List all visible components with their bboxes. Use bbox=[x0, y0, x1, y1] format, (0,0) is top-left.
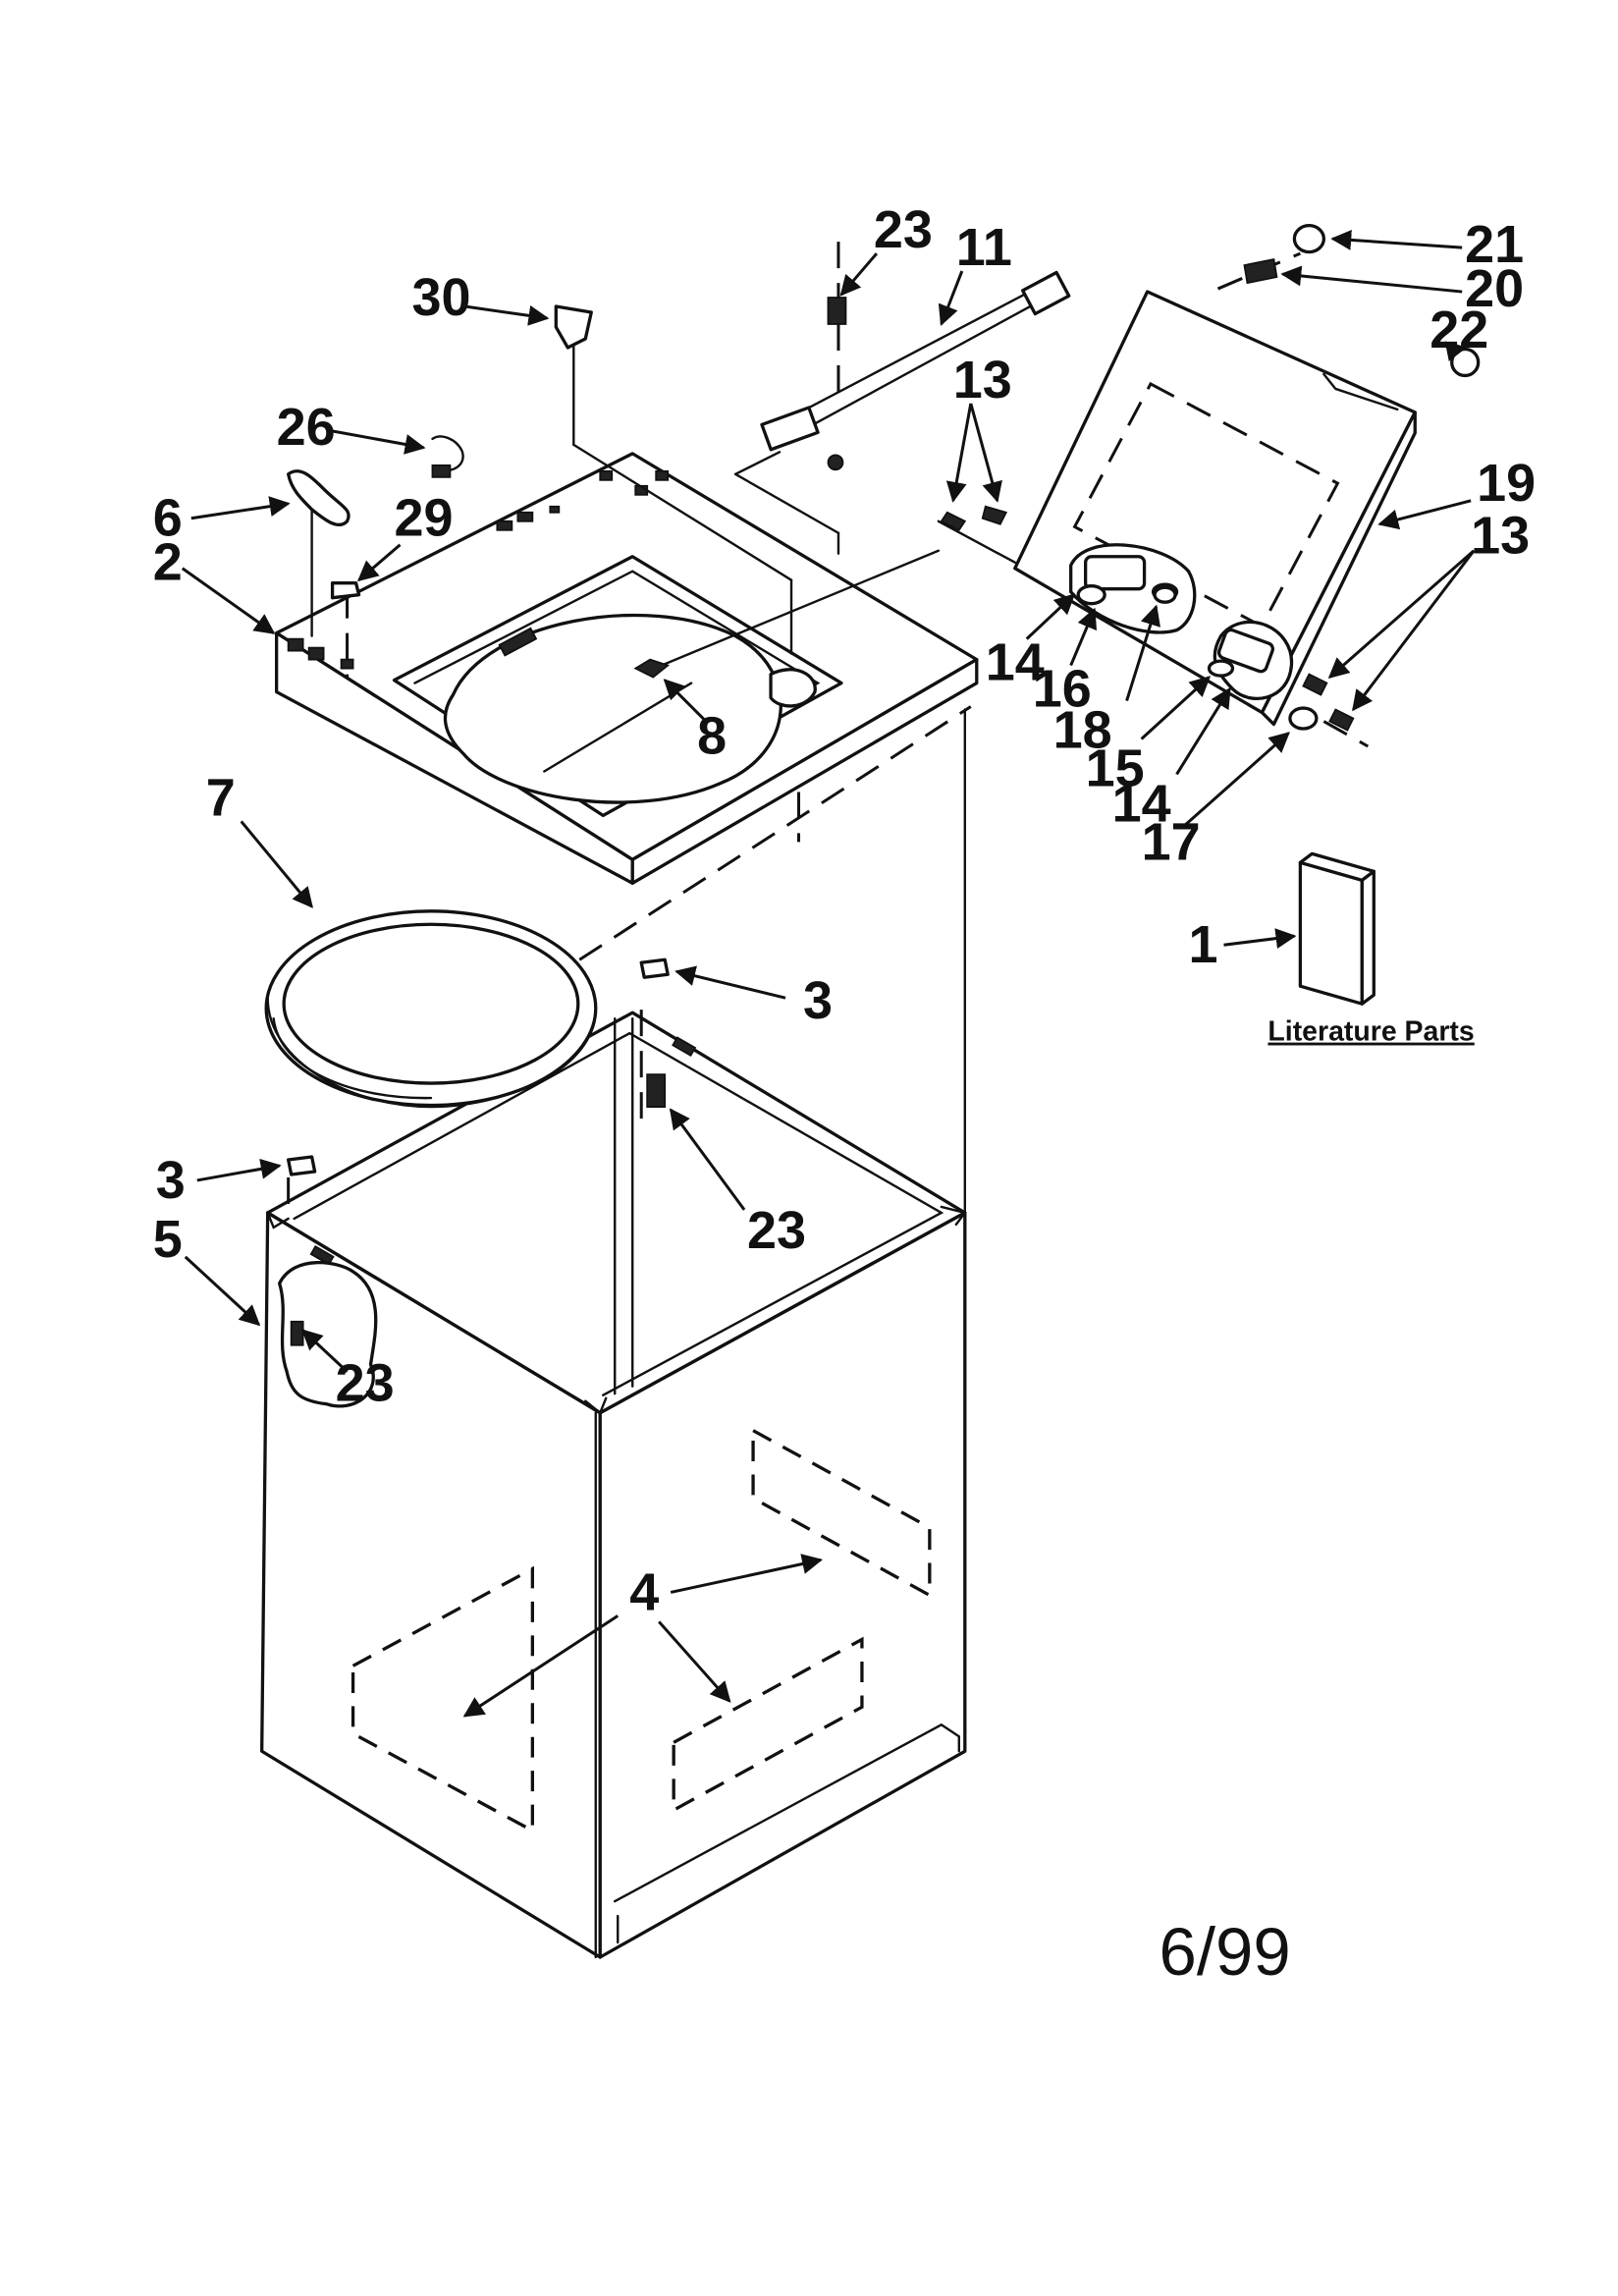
washer bbox=[1288, 706, 1319, 731]
callout-21: 21 bbox=[1465, 215, 1524, 274]
switch-bracket bbox=[286, 469, 351, 527]
assembly-guide-lines bbox=[287, 242, 1370, 1219]
literature-booklet bbox=[1298, 851, 1375, 1006]
nut bbox=[1243, 258, 1278, 285]
cap bbox=[1292, 223, 1326, 254]
screw bbox=[633, 658, 671, 679]
callout-1: 1 bbox=[1189, 915, 1218, 974]
callout-8: 8 bbox=[697, 706, 727, 765]
date-stamp: 6/99 bbox=[1160, 1914, 1291, 1990]
callout-6: 6 bbox=[153, 489, 183, 548]
callout-14-left: 14 bbox=[986, 633, 1045, 692]
lid bbox=[1013, 290, 1417, 727]
screw bbox=[1302, 673, 1328, 696]
callout-22: 22 bbox=[1429, 301, 1488, 359]
hinge bbox=[1207, 628, 1274, 678]
nut bbox=[330, 581, 361, 600]
callout-7: 7 bbox=[206, 768, 236, 827]
screw bbox=[1328, 708, 1355, 732]
lid-bumper bbox=[554, 304, 593, 350]
callout-23-middle: 23 bbox=[747, 1201, 806, 1260]
callout-11: 11 bbox=[956, 218, 1012, 277]
washer-top bbox=[275, 452, 979, 885]
callout-3-right: 3 bbox=[803, 971, 833, 1030]
callout-29: 29 bbox=[395, 489, 454, 548]
lid-switch bbox=[760, 406, 820, 452]
hardware bbox=[286, 223, 1481, 1176]
callout-30: 30 bbox=[411, 268, 470, 327]
callout-numbers: 30 26 6 2 29 23 11 13 8 7 3 3 5 23 23 4 … bbox=[153, 200, 1536, 1990]
callout-14-right: 14 bbox=[1112, 774, 1171, 833]
callout-4: 4 bbox=[629, 1562, 659, 1621]
connector bbox=[1021, 270, 1071, 316]
callout-20: 20 bbox=[1465, 259, 1524, 318]
callout-13-left: 13 bbox=[953, 351, 1012, 410]
callout-13-right: 13 bbox=[1471, 507, 1530, 566]
clip-nut bbox=[639, 957, 670, 979]
callout-23-top: 23 bbox=[874, 200, 933, 259]
literature-parts-caption: Literature Parts bbox=[1267, 1016, 1474, 1048]
pin bbox=[1153, 585, 1177, 604]
callout-5: 5 bbox=[153, 1210, 183, 1269]
callout-23-cutaway: 23 bbox=[336, 1354, 395, 1413]
screw bbox=[646, 1073, 667, 1108]
callout-19: 19 bbox=[1477, 454, 1536, 513]
callout-leaders bbox=[181, 229, 1476, 1718]
callout-15: 15 bbox=[1086, 738, 1145, 797]
callout-2: 2 bbox=[153, 533, 183, 592]
screw bbox=[981, 505, 1008, 525]
screw bbox=[940, 511, 967, 531]
callout-16: 16 bbox=[1033, 660, 1092, 719]
wire-harness bbox=[792, 290, 1031, 417]
clip-nut bbox=[286, 1155, 317, 1176]
tub-ring bbox=[264, 909, 598, 1109]
cabinet bbox=[260, 708, 967, 1959]
callout-26: 26 bbox=[277, 398, 336, 457]
callout-18: 18 bbox=[1053, 700, 1112, 759]
callout-3-left: 3 bbox=[156, 1151, 186, 1210]
clip-tab bbox=[431, 464, 452, 478]
callout-17: 17 bbox=[1142, 812, 1201, 871]
screw bbox=[827, 297, 847, 325]
hidden-insulation-panels bbox=[351, 1427, 932, 1833]
